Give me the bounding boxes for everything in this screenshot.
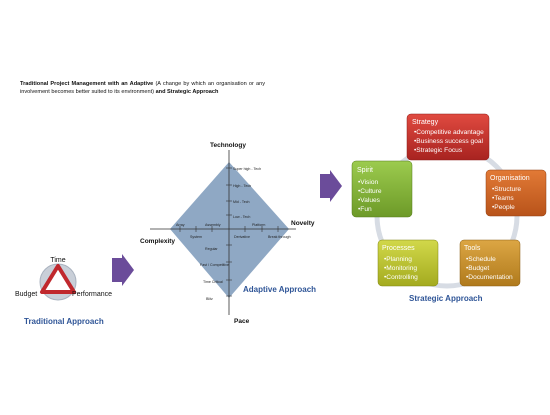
novelty-level-breakthrough: Break through	[268, 235, 291, 239]
processes-item: •Planning	[384, 256, 412, 263]
adaptive-approach-caption: Adaptive Approach	[243, 285, 316, 294]
organisation-title: Organisation	[490, 175, 530, 182]
organisation-box: Organisation •Structure •Teams •People	[485, 169, 547, 217]
complexity-level-assembly: Assembly	[205, 223, 221, 227]
page-heading: Traditional Project Management with an A…	[20, 80, 265, 96]
triangle-label-budget: Budget	[15, 291, 37, 298]
axis-label-complexity: Complexity	[140, 238, 175, 245]
heading-description: (A change by which an organisation or an…	[20, 81, 265, 95]
right-arrow-1	[112, 254, 134, 286]
heading-bold-2: and Strategic Approach	[155, 89, 219, 95]
spirit-item: •Culture	[358, 188, 382, 195]
processes-item: •Monitoring	[384, 265, 417, 272]
complexity-level-system: System	[190, 235, 202, 239]
strategy-item: •Competitive advantage	[414, 129, 484, 136]
processes-title: Processes	[382, 245, 415, 252]
pace-level-fast: Fast / Competitive	[200, 263, 229, 267]
spirit-item: •Fun	[358, 206, 372, 213]
strategic-cycle-group: Strategy •Competitive advantage •Busines…	[351, 113, 547, 303]
traditional-approach-caption: Traditional Approach	[24, 317, 104, 326]
axis-label-novelty: Novelty	[291, 220, 315, 227]
tech-level-high: High - Tech	[233, 184, 251, 188]
tools-item: •Budget	[466, 265, 489, 272]
organisation-item: •Teams	[492, 195, 514, 202]
processes-item: •Controlling	[384, 274, 418, 281]
tech-level-super-high: Super high - Tech	[233, 167, 261, 171]
processes-box: Processes •Planning •Monitoring •Control…	[377, 239, 439, 287]
axis-label-pace: Pace	[234, 318, 250, 325]
pace-level-regular: Regular	[205, 247, 218, 251]
strategy-item: •Strategic Focus	[414, 147, 463, 154]
adaptive-diamond-shape	[170, 162, 289, 298]
tech-level-mid: Mid - Tech	[233, 200, 250, 204]
strategy-box: Strategy •Competitive advantage •Busines…	[406, 113, 490, 161]
tech-level-low: Low - Tech	[233, 215, 250, 219]
strategy-item: •Business success goal	[414, 138, 484, 145]
strategic-approach-caption: Strategic Approach	[409, 294, 483, 303]
adaptive-diamond-group: Technology Novelty Complexity Pace Super…	[140, 142, 316, 325]
iron-triangle-shape	[40, 264, 76, 294]
tools-box: Tools •Schedule •Budget •Documentation	[459, 239, 521, 287]
tools-item: •Schedule	[466, 256, 496, 263]
heading-bold-1: Traditional Project Management with an A…	[20, 81, 154, 87]
organisation-item: •Structure	[492, 186, 521, 193]
spirit-item: •Vision	[358, 179, 378, 186]
tools-item: •Documentation	[466, 274, 513, 281]
right-arrow-2	[320, 170, 342, 202]
axis-label-technology: Technology	[210, 142, 246, 149]
spirit-title: Spirit	[357, 167, 373, 174]
strategy-title: Strategy	[412, 119, 439, 126]
triangle-label-performance: Performance	[72, 291, 112, 298]
novelty-level-derivative: Derivative	[234, 235, 250, 239]
tools-title: Tools	[464, 245, 481, 252]
pace-level-time-critical: Time Critical	[203, 280, 223, 284]
traditional-triangle-group: Time Budget Performance Traditional Appr…	[15, 257, 112, 326]
spirit-item: •Values	[358, 197, 381, 204]
triangle-label-time: Time	[50, 257, 65, 264]
pace-level-blitz: Blitz	[206, 297, 213, 301]
spirit-box: Spirit •Vision •Culture •Values •Fun	[351, 160, 413, 218]
novelty-level-platform: Platform	[252, 223, 265, 227]
organisation-item: •People	[492, 204, 515, 211]
complexity-level-array: Array	[176, 223, 185, 227]
